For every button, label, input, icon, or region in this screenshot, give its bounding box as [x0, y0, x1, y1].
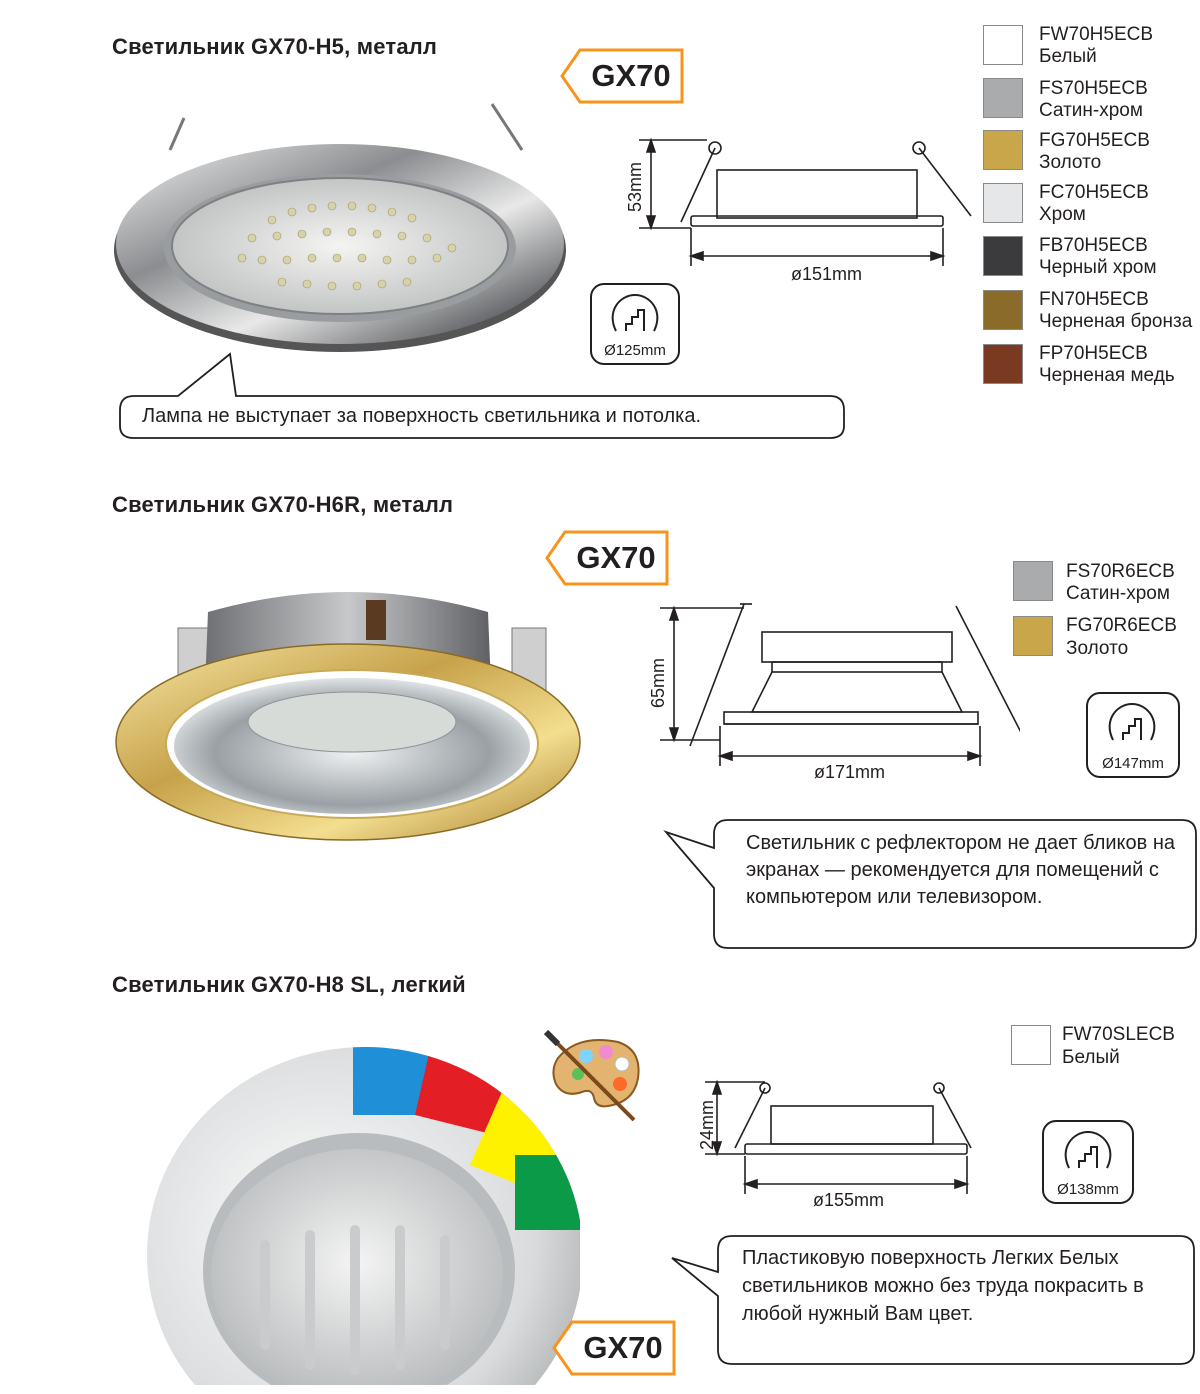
staircase-cutout-icon	[1064, 1130, 1112, 1169]
dimension-drawing-gx70-h6r: 65mm ø171mm	[648, 603, 1020, 782]
dimension-drawing-gx70-h8-sl: 24mm ø155mm	[697, 1079, 972, 1210]
variant-color: Черненая медь	[1039, 365, 1175, 386]
variant-code: FG70R6ECB	[1066, 615, 1177, 636]
dimension-drawing-gx70-h5: 53mm ø151mm	[625, 137, 972, 284]
section-1-title: Светильник GX70-H5, металл	[112, 34, 438, 59]
cutout-diameter-box: Ø125mm	[590, 283, 680, 365]
swatch-fc70h5ecb	[983, 183, 1023, 223]
palette-icon	[543, 1029, 640, 1122]
variant-code: FN70H5ECB	[1039, 289, 1149, 310]
badge-label: GX70	[576, 540, 656, 575]
callout-bubble-2	[663, 819, 1197, 949]
variant-color: Золото	[1066, 638, 1129, 659]
variant-color: Золото	[1039, 152, 1102, 173]
badge-label: GX70	[583, 1330, 663, 1365]
cutout-label: Ø125mm	[604, 342, 666, 359]
product-image-gx70-h8-sl	[147, 1047, 580, 1385]
swatch-fs70h5ecb	[983, 78, 1023, 118]
swatch-fb70h5ecb	[983, 236, 1023, 276]
variant-code: FP70H5ECB	[1039, 343, 1148, 364]
variant-code: FW70H5ECB	[1039, 24, 1154, 45]
diameter-dimension: ø155mm	[813, 1190, 884, 1210]
height-dimension: 24mm	[697, 1100, 717, 1150]
gx70-badge: GX70	[545, 530, 669, 586]
variant-color: Сатин-хром	[1039, 100, 1143, 121]
arrow-badge-icon	[552, 1320, 676, 1376]
callout-text-1: Лампа не выступает за поверхность светил…	[142, 405, 702, 427]
height-dimension: 65mm	[648, 658, 668, 708]
cutout-label: Ø138mm	[1057, 1181, 1119, 1198]
section-3-title: Светильник GX70-H8 SL, легкий	[112, 972, 466, 997]
paint-brush-icon	[543, 1029, 636, 1122]
staircase-cutout-icon	[611, 293, 659, 332]
callout-bubble-1	[119, 352, 845, 439]
product-image-gx70-h5	[114, 103, 566, 352]
swatch-fp70h5ecb	[983, 344, 1023, 384]
swatch-fg70r6ecb	[1013, 616, 1053, 656]
variant-color: Сатин-хром	[1066, 583, 1170, 604]
swatch-fs70r6ecb	[1013, 561, 1053, 601]
variant-code: FC70H5ECB	[1039, 182, 1149, 203]
variant-color: Черный хром	[1039, 257, 1157, 278]
product-image-gx70-h6r	[115, 592, 581, 841]
variant-code: FS70H5ECB	[1039, 78, 1148, 99]
gx70-badge: GX70	[552, 1320, 676, 1376]
callout-text-2: Светильник с рефлектором не дает бликов …	[746, 832, 1175, 908]
swatch-fw70slecb	[1011, 1025, 1051, 1065]
cutout-label: Ø147mm	[1102, 755, 1164, 772]
staircase-cutout-icon	[1108, 702, 1156, 741]
swatch-fn70h5ecb	[983, 290, 1023, 330]
variant-code: FS70R6ECB	[1066, 561, 1175, 582]
cutout-diameter-box: Ø138mm	[1042, 1120, 1134, 1204]
arrow-badge-icon	[560, 48, 684, 104]
variant-code: FG70H5ECB	[1039, 130, 1150, 151]
variant-color: Белый	[1062, 1047, 1120, 1068]
diameter-dimension: ø171mm	[814, 762, 885, 782]
diameter-dimension: ø151mm	[791, 264, 862, 284]
height-dimension: 53mm	[625, 162, 645, 212]
cutout-diameter-box: Ø147mm	[1086, 692, 1180, 778]
callout-bubble-3	[671, 1235, 1195, 1365]
swatch-fg70h5ecb	[983, 130, 1023, 170]
variant-color: Хром	[1039, 204, 1086, 225]
swatch-fw70h5ecb	[983, 25, 1023, 65]
callout-text-3: Пластиковую поверхность Легких Белых све…	[742, 1247, 1144, 1325]
section-2-title: Светильник GX70-H6R, металл	[112, 492, 454, 517]
badge-label: GX70	[591, 58, 671, 93]
variant-color: Черненая бронза	[1039, 311, 1193, 332]
gx70-badge: GX70	[560, 48, 684, 104]
arrow-badge-icon	[545, 530, 669, 586]
variant-color: Белый	[1039, 46, 1097, 67]
variant-code: FW70SLECB	[1062, 1024, 1175, 1045]
variant-code: FB70H5ECB	[1039, 235, 1148, 256]
